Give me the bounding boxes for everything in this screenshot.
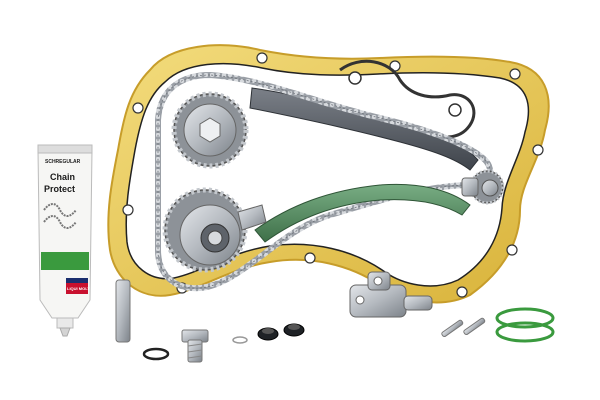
- camshaft-sprocket: [171, 91, 249, 169]
- tensioner-guide: [254, 183, 471, 243]
- tube-title-line1: Chain: [50, 172, 75, 182]
- guide-pin: [115, 279, 131, 343]
- tube-brand: SCHREGULAR: [45, 159, 81, 165]
- plug-bolt: [181, 329, 209, 363]
- chain-tensioner: [349, 271, 433, 318]
- crank-sprocket: [162, 187, 267, 273]
- dowel-pins: [441, 317, 486, 338]
- o-rings: [495, 307, 555, 343]
- chain-protect-tube: SCHREGULAR Chain Protect LIQUI MOLY: [37, 144, 93, 337]
- idler-sprocket: [461, 169, 505, 205]
- tube-logo: LIQUI MOLY: [67, 286, 90, 291]
- clip: [232, 336, 248, 344]
- valve-caps: [257, 323, 305, 341]
- tube-title-line2: Protect: [44, 184, 75, 194]
- small-seal: [142, 347, 170, 361]
